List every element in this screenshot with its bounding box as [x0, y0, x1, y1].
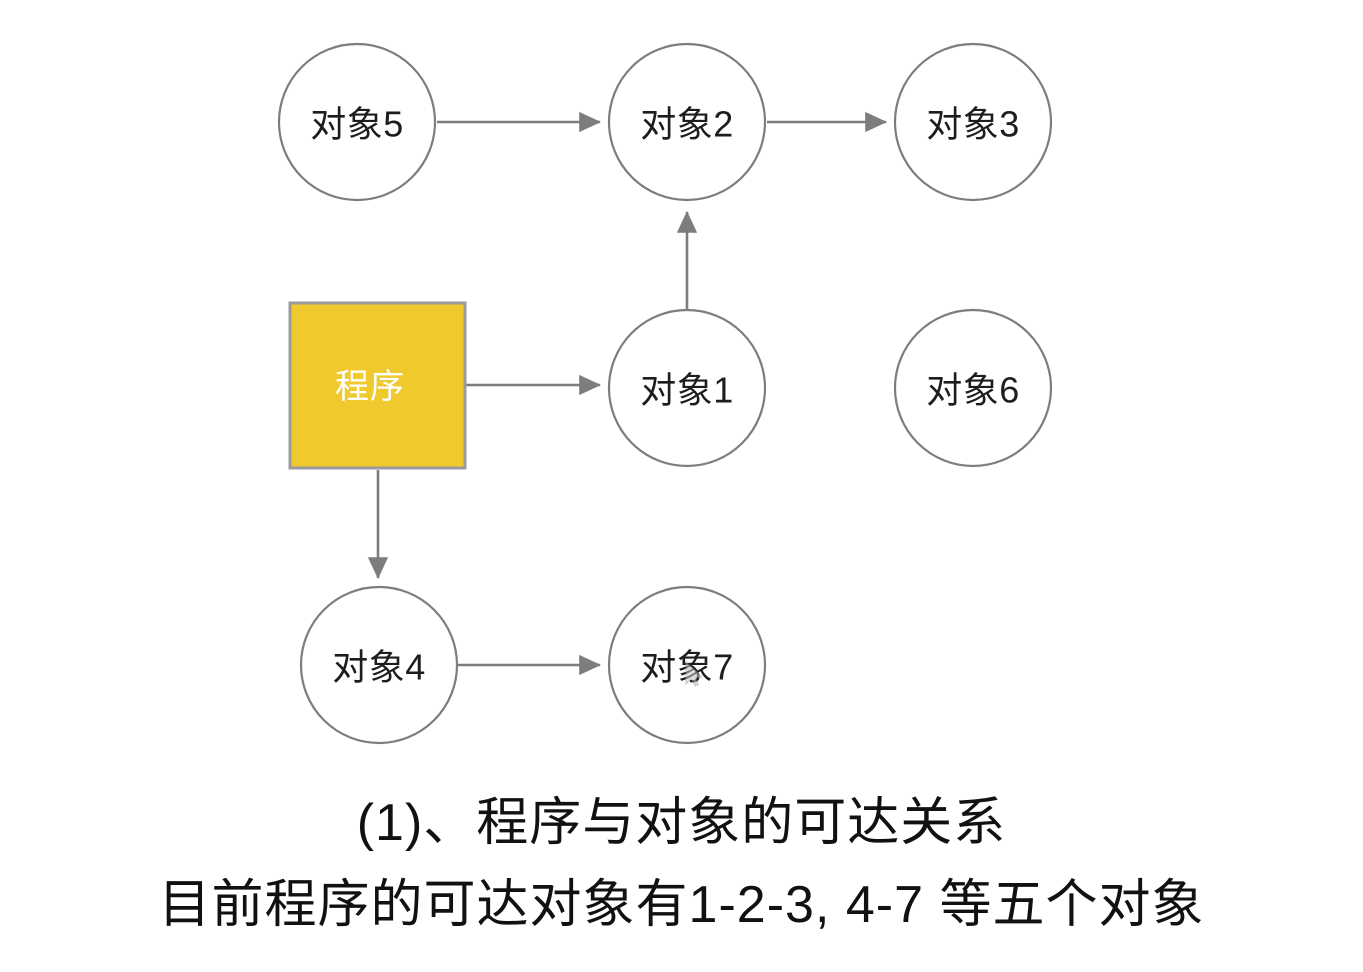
node-obj2[interactable]: 对象2 — [607, 42, 767, 202]
mouse-cursor-icon — [685, 660, 704, 687]
node-label-obj4: 对象4 — [332, 647, 426, 688]
node-label-obj6: 对象6 — [926, 370, 1020, 411]
node-circle-obj3 — [893, 42, 1053, 202]
node-circle-obj2 — [607, 42, 767, 202]
node-circle-obj6 — [893, 308, 1053, 468]
node-label-obj1: 对象1 — [640, 370, 734, 411]
node-label-obj3: 对象3 — [926, 104, 1020, 145]
caption-primary: (1)、程序与对象的可达关系 — [356, 794, 1007, 852]
node-obj1[interactable]: 对象1 — [607, 308, 767, 468]
node-circle-obj4 — [299, 585, 459, 745]
node-obj4[interactable]: 对象4 — [299, 585, 459, 745]
program-box-label: 程序 — [335, 368, 405, 406]
node-obj5[interactable]: 对象5 — [277, 42, 437, 202]
node-obj3[interactable]: 对象3 — [893, 42, 1053, 202]
node-label-obj5: 对象5 — [310, 104, 404, 145]
node-obj6[interactable]: 对象6 — [893, 308, 1053, 468]
node-label-obj2: 对象2 — [640, 104, 734, 145]
node-circle-obj5 — [277, 42, 437, 202]
program-box[interactable]: 程序 — [288, 301, 467, 470]
node-circle-obj1 — [607, 308, 767, 468]
edge-layer — [367, 111, 888, 676]
program-box-shape — [288, 301, 467, 470]
caption-secondary: 目前程序的可达对象有1-2-3, 4-7 等五个对象 — [158, 876, 1205, 934]
